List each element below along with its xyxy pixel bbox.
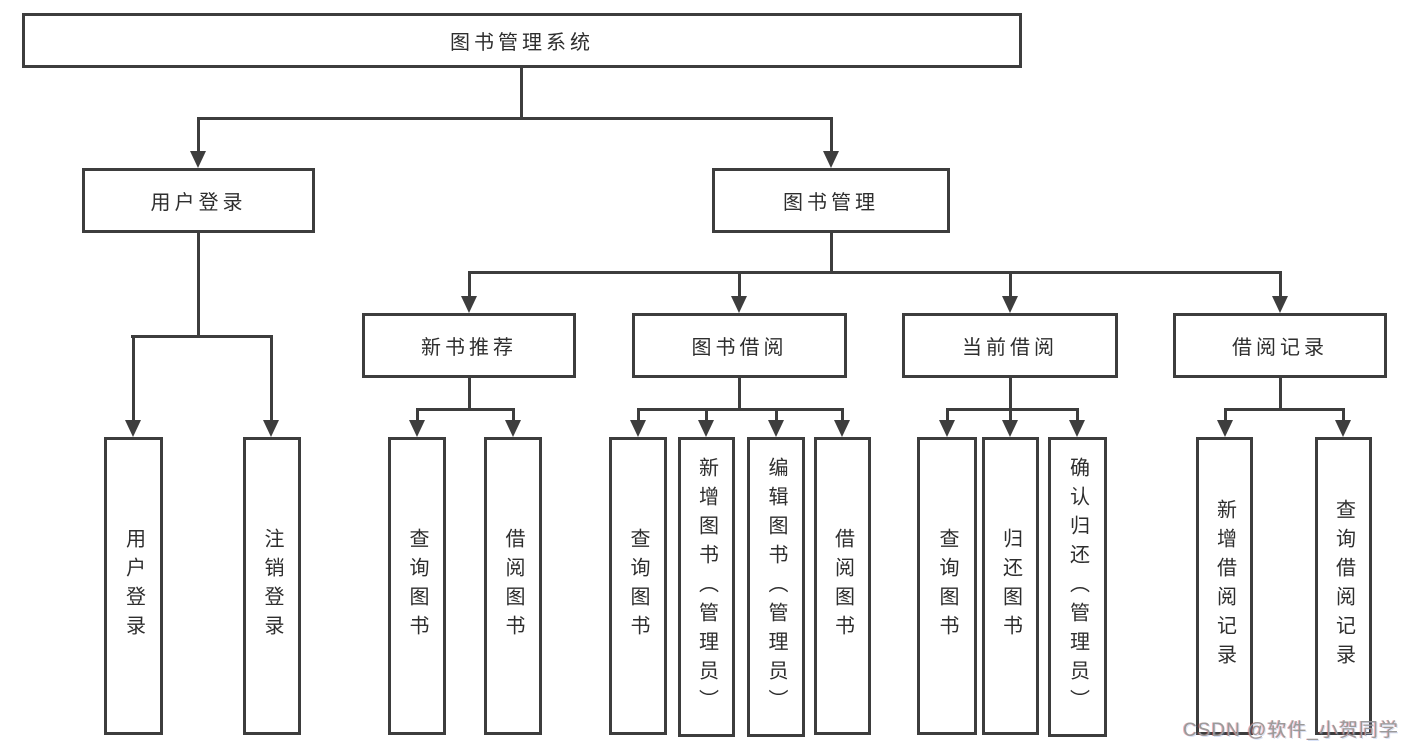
leaf-borrow-books-recommend: 借阅图书 — [484, 437, 542, 735]
connector-line — [830, 233, 833, 273]
leaf-user-login: 用户登录 — [104, 437, 163, 735]
arrowhead-down-icon — [939, 420, 955, 437]
connector-line — [1342, 408, 1345, 422]
leaf-label: 注销登录 — [261, 528, 283, 644]
connector-line — [637, 408, 640, 422]
leaf-query-borrow-record: 查询借阅记录 — [1315, 437, 1372, 735]
connector-line — [512, 408, 515, 422]
connector-line — [197, 117, 200, 153]
leaf-add-borrow-record: 新增借阅记录 — [1196, 437, 1253, 735]
connector-line — [705, 408, 708, 422]
connector-line — [1279, 271, 1282, 298]
leaf-confirm-return-admin: 确认归还（管理员） — [1048, 437, 1107, 737]
node-current-borrowing: 当前借阅 — [902, 313, 1118, 378]
leaf-label: 编辑图书（管理员） — [765, 456, 787, 718]
node-library-management-system: 图书管理系统 — [22, 13, 1022, 68]
leaf-label: 查询图书 — [936, 528, 958, 644]
node-borrowing-records: 借阅记录 — [1173, 313, 1387, 378]
node-label: 借阅记录 — [1232, 337, 1328, 359]
leaf-label: 借阅图书 — [502, 528, 524, 644]
leaf-label: 归还图书 — [999, 528, 1022, 644]
connector-line — [416, 408, 419, 422]
leaf-query-books-borrowing: 查询图书 — [609, 437, 667, 735]
connector-line — [775, 408, 778, 422]
connector-line — [1279, 378, 1282, 410]
arrowhead-down-icon — [125, 420, 141, 437]
leaf-add-book-admin: 新增图书（管理员） — [678, 437, 735, 737]
node-new-book-recommendation: 新书推荐 — [362, 313, 576, 378]
connector-line — [1076, 408, 1079, 422]
leaf-label: 查询图书 — [406, 528, 428, 644]
arrowhead-down-icon — [1002, 296, 1018, 313]
leaf-edit-book-admin: 编辑图书（管理员） — [747, 437, 805, 737]
connector-line — [637, 408, 844, 411]
leaf-label: 新增借阅记录 — [1213, 499, 1236, 673]
node-label: 当前借阅 — [962, 337, 1058, 359]
arrowhead-down-icon — [409, 420, 425, 437]
connector-line — [197, 233, 200, 337]
node-label: 图书借阅 — [691, 337, 788, 359]
arrowhead-down-icon — [768, 420, 784, 437]
connector-line — [132, 335, 135, 422]
connector-line — [1009, 378, 1012, 410]
arrowhead-down-icon — [1272, 296, 1288, 313]
leaf-label: 查询图书 — [627, 528, 649, 644]
connector-line — [1224, 408, 1345, 411]
connector-line — [841, 408, 844, 422]
connector-line — [738, 378, 741, 410]
connector-line — [738, 271, 741, 298]
leaf-return-book: 归还图书 — [982, 437, 1039, 735]
connector-line — [131, 335, 273, 338]
node-user-login: 用户登录 — [82, 168, 315, 233]
arrowhead-down-icon — [1002, 420, 1018, 437]
leaf-label: 借阅图书 — [831, 528, 854, 644]
leaf-query-books-current: 查询图书 — [917, 437, 977, 735]
arrowhead-down-icon — [1335, 420, 1351, 437]
node-label: 新书推荐 — [421, 337, 517, 359]
connector-line — [197, 117, 833, 120]
connector-line — [270, 335, 273, 422]
connector-line — [520, 68, 523, 119]
node-label: 用户登录 — [150, 192, 247, 214]
connector-line — [1009, 271, 1012, 298]
leaf-label: 确认归还（管理员） — [1066, 456, 1089, 718]
node-book-management: 图书管理 — [712, 168, 950, 233]
leaf-query-books-recommend: 查询图书 — [388, 437, 446, 735]
node-label: 图书管理 — [783, 192, 879, 214]
connector-line — [946, 408, 949, 422]
connector-line — [468, 271, 471, 298]
node-label: 图书管理系统 — [450, 32, 594, 54]
arrowhead-down-icon — [630, 420, 646, 437]
arrowhead-down-icon — [731, 296, 747, 313]
leaf-logout: 注销登录 — [243, 437, 301, 735]
connector-line — [468, 378, 471, 410]
leaf-label: 查询借阅记录 — [1332, 499, 1355, 673]
leaf-borrow-books-borrowing: 借阅图书 — [814, 437, 871, 735]
arrowhead-down-icon — [1217, 420, 1233, 437]
leaf-label: 新增图书（管理员） — [695, 456, 718, 718]
node-book-borrowing: 图书借阅 — [632, 313, 847, 378]
connector-line — [468, 271, 1282, 274]
arrowhead-down-icon — [190, 151, 206, 168]
arrowhead-down-icon — [505, 420, 521, 437]
arrowhead-down-icon — [1069, 420, 1085, 437]
watermark-csdn: CSDN @软件_小贺同学 — [1183, 720, 1399, 741]
connector-line — [1224, 408, 1227, 422]
arrowhead-down-icon — [263, 420, 279, 437]
connector-line — [946, 408, 1079, 411]
arrowhead-down-icon — [823, 151, 839, 168]
arrowhead-down-icon — [698, 420, 714, 437]
leaf-label: 用户登录 — [122, 528, 145, 644]
connector-line — [830, 117, 833, 153]
arrowhead-down-icon — [834, 420, 850, 437]
connector-line — [1009, 408, 1012, 422]
arrowhead-down-icon — [461, 296, 477, 313]
connector-line — [416, 408, 515, 411]
